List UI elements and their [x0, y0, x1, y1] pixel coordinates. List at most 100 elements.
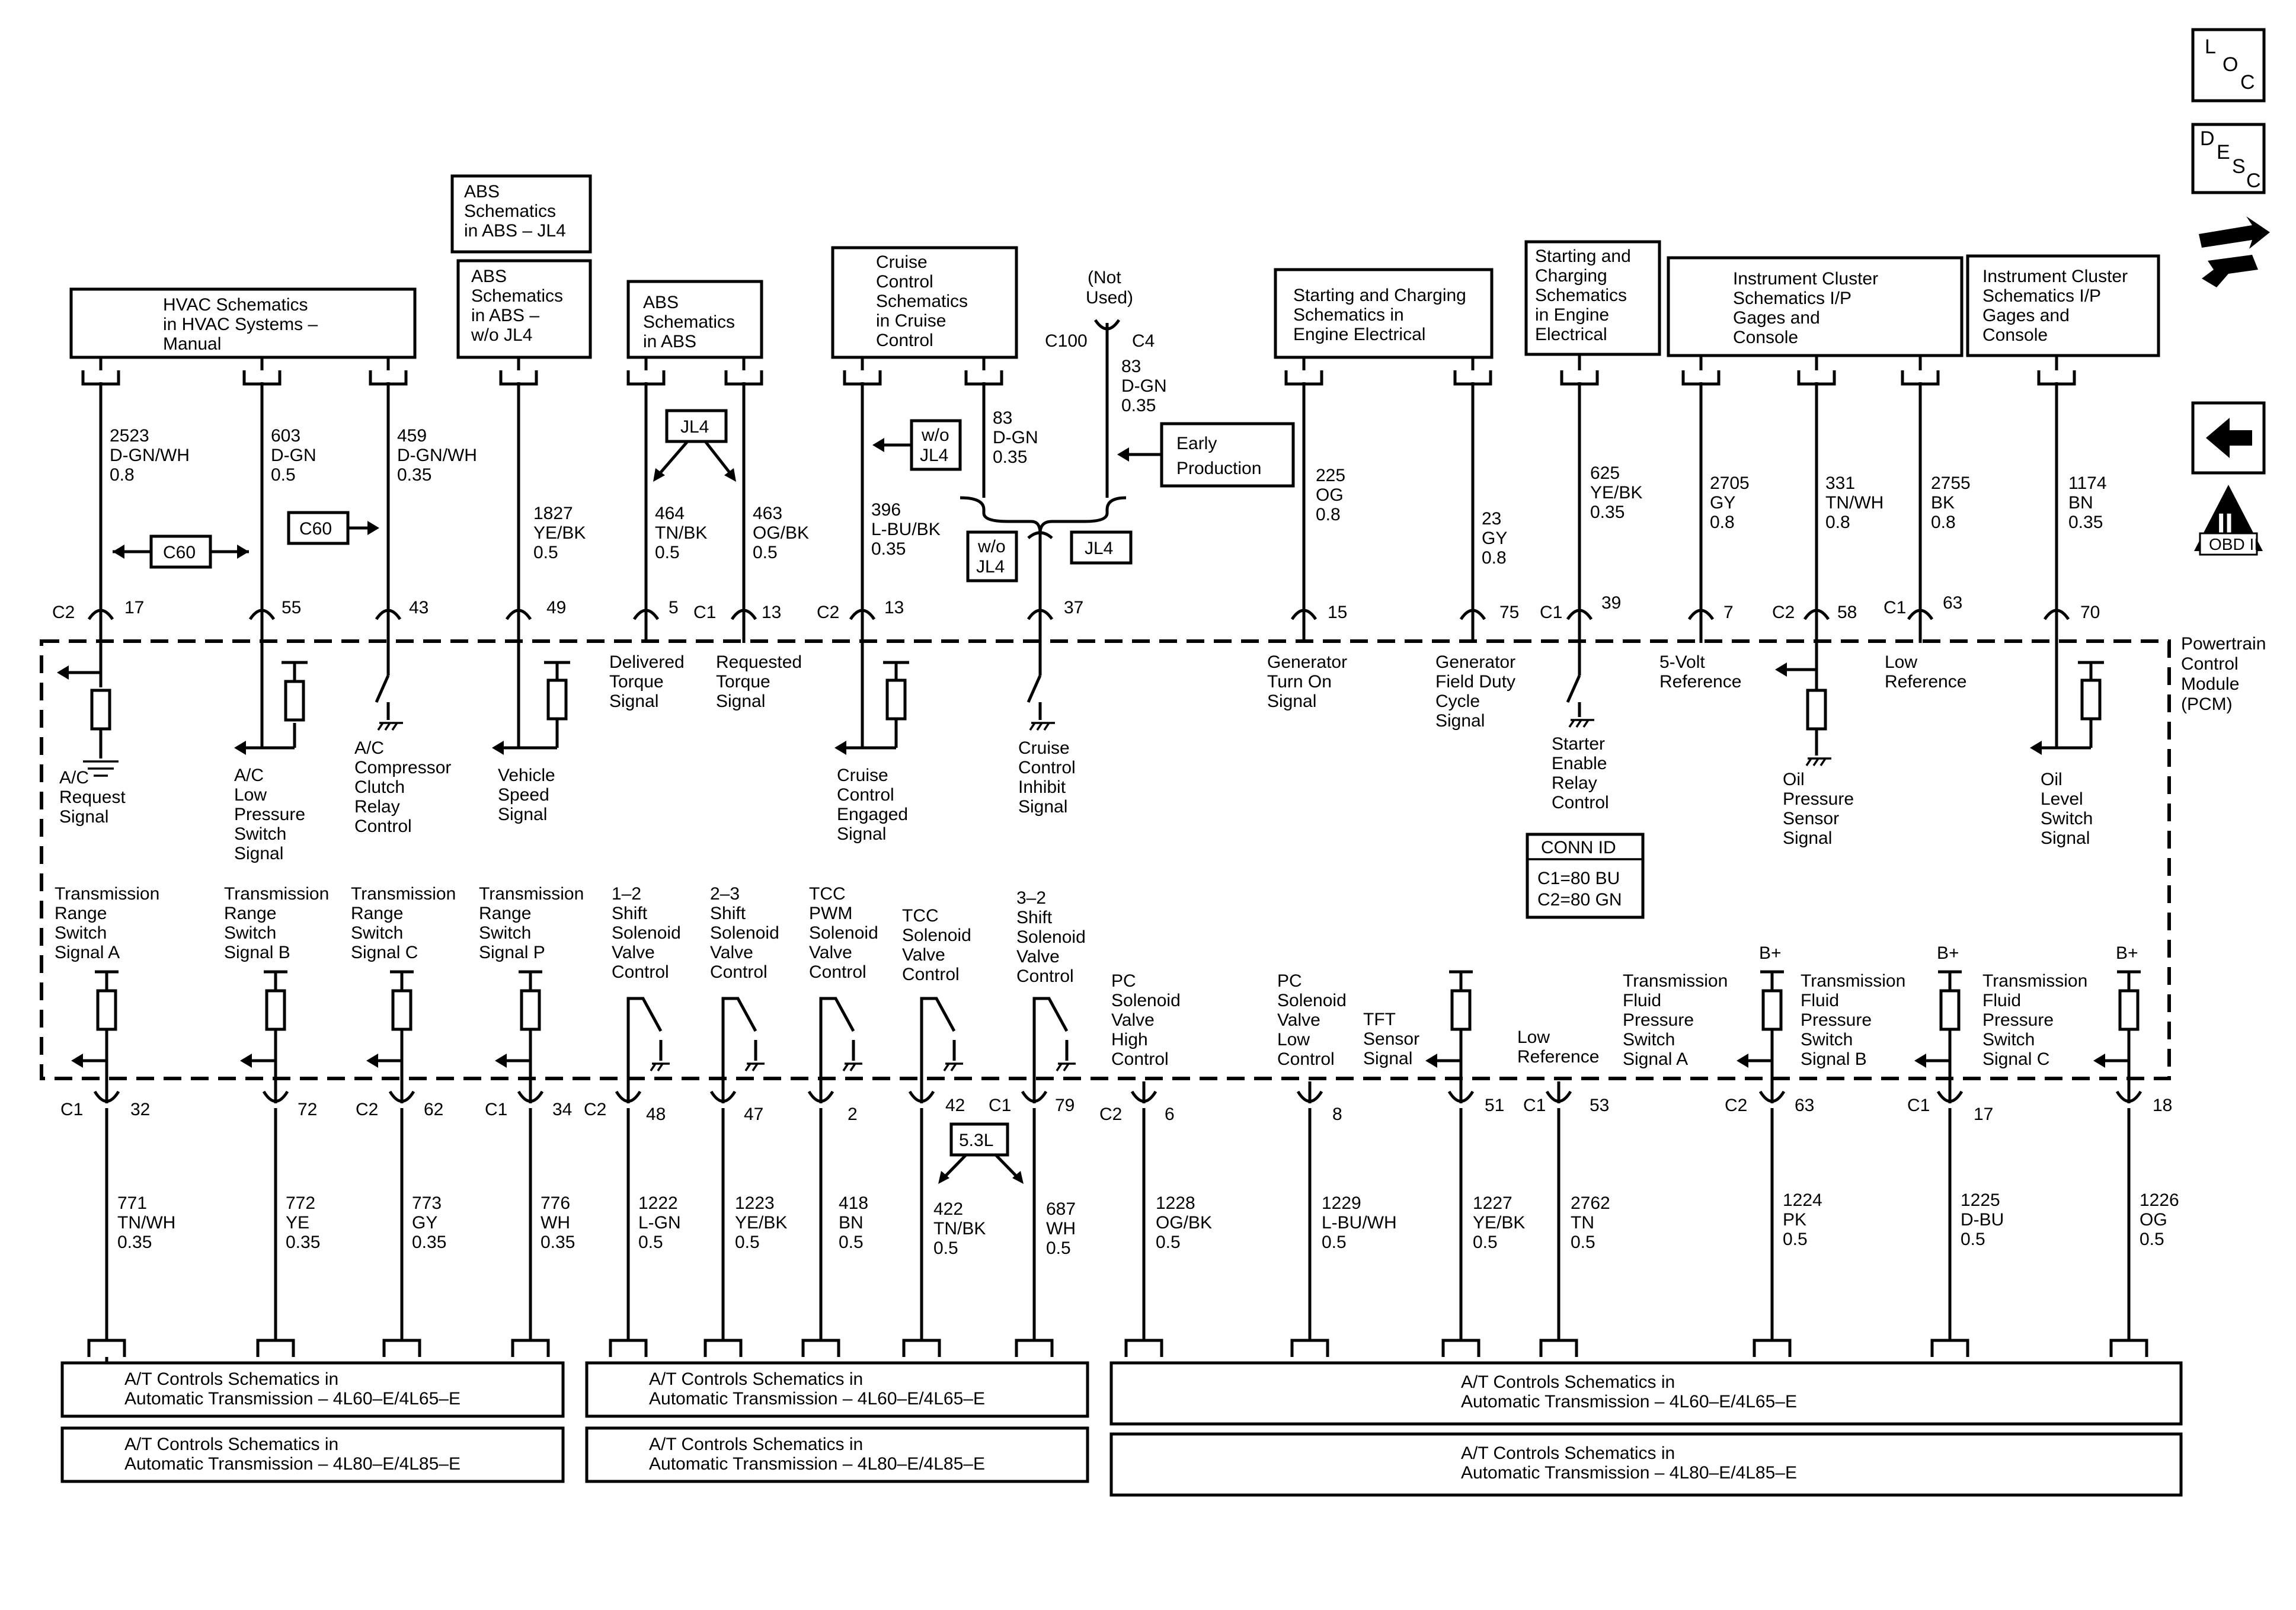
top-box-hvac[interactable]: HVAC Schematics in HVAC Systems – Manual	[69, 287, 417, 359]
svg-text:Signal: Signal	[1267, 692, 1316, 711]
svg-text:Low: Low	[1517, 1028, 1550, 1047]
svg-text:L: L	[2205, 36, 2216, 58]
svg-text:Sensor: Sensor	[1363, 1029, 1419, 1049]
svg-text:603: 603	[271, 426, 300, 446]
svg-text:A/T Controls Schematics in: A/T Controls Schematics in	[1461, 1443, 1675, 1463]
svg-text:Gages and: Gages and	[1982, 306, 2070, 325]
svg-text:Control: Control	[1277, 1049, 1335, 1069]
svg-text:Requested: Requested	[716, 652, 802, 672]
svg-text:1223: 1223	[735, 1193, 775, 1213]
bottom-box-mid-4l60[interactable]: A/T Controls Schematics in Automatic Tra…	[585, 1361, 1089, 1418]
svg-text:Signal: Signal	[498, 805, 547, 824]
svg-text:A/T Controls Schematics in: A/T Controls Schematics in	[1461, 1372, 1675, 1392]
bottom-signal-labels: Transmission Range Switch Signal A Trans…	[55, 884, 2087, 1069]
svg-text:Signal: Signal	[2041, 828, 2090, 848]
svg-text:Starter: Starter	[1552, 734, 1605, 754]
bottom-box-right-4l60[interactable]: A/T Controls Schematics in Automatic Tra…	[1109, 1361, 2183, 1426]
svg-text:Control: Control	[1552, 793, 1609, 812]
top-box-starting-charging-engine[interactable]: Starting and Charging Schematics in Engi…	[1524, 240, 1661, 356]
bottom-box-right-4l80[interactable]: A/T Controls Schematics in Automatic Tra…	[1109, 1432, 2183, 1497]
svg-text:0.5: 0.5	[1473, 1233, 1498, 1252]
connector-tool-icon[interactable]	[2199, 216, 2270, 287]
svg-text:BK: BK	[1931, 493, 1955, 513]
svg-text:in ABS –: in ABS –	[471, 306, 539, 325]
svg-text:A/C: A/C	[59, 768, 89, 788]
svg-text:HVAC Schematics: HVAC Schematics	[163, 295, 308, 315]
internal-circuits-bottom	[71, 970, 2141, 1103]
svg-text:Control: Control	[2181, 654, 2239, 674]
svg-text:37: 37	[1064, 598, 1083, 617]
svg-text:0.5: 0.5	[735, 1233, 760, 1252]
svg-text:Inhibit: Inhibit	[1018, 777, 1066, 797]
top-box-starting-charging[interactable]: Starting and Charging Schematics in Engi…	[1274, 268, 1494, 359]
svg-text:23: 23	[1482, 509, 1501, 529]
bottom-box-left-4l80[interactable]: A/T Controls Schematics in Automatic Tra…	[60, 1426, 565, 1483]
svg-text:JL4: JL4	[976, 557, 1005, 577]
svg-text:Control: Control	[612, 962, 669, 982]
svg-text:42: 42	[945, 1096, 965, 1115]
svg-text:Console: Console	[1982, 325, 2048, 345]
svg-text:Schematics I/P: Schematics I/P	[1733, 289, 1851, 308]
svg-text:C1: C1	[1884, 598, 1906, 617]
svg-text:225: 225	[1316, 466, 1345, 485]
top-box-abs-jl4[interactable]: ABS Schematics in ABS – JL4	[450, 174, 592, 254]
svg-text:WH: WH	[1046, 1219, 1076, 1238]
svg-text:TCC: TCC	[902, 906, 939, 926]
svg-text:771: 771	[117, 1193, 147, 1213]
svg-text:C2: C2	[584, 1100, 606, 1119]
svg-text:0.35: 0.35	[993, 447, 1027, 467]
top-box-instrument-cluster-2[interactable]: Instrument Cluster Schematics I/P Gages …	[1966, 254, 2160, 357]
svg-text:0.8: 0.8	[1825, 513, 1850, 532]
top-box-abs-wo-jl4[interactable]: ABS Schematics in ABS – w/o JL4	[456, 259, 592, 359]
bottom-connector-tees	[87, 1339, 2148, 1363]
tag-wo-jl4-upper: w/o JL4	[872, 419, 962, 471]
bottom-box-left-4l60[interactable]: A/T Controls Schematics in Automatic Tra…	[60, 1361, 565, 1418]
svg-text:459: 459	[397, 426, 427, 446]
svg-text:Control: Control	[710, 962, 768, 982]
svg-text:463: 463	[753, 504, 782, 523]
svg-text:418: 418	[839, 1193, 868, 1213]
svg-text:Relay: Relay	[1552, 773, 1597, 793]
svg-text:C: C	[2240, 71, 2255, 94]
back-arrow-icon[interactable]	[2191, 401, 2266, 475]
svg-text:Electrical: Electrical	[1535, 325, 1607, 344]
svg-text:B+: B+	[1759, 943, 1782, 963]
svg-text:Signal A: Signal A	[1623, 1049, 1688, 1069]
svg-text:B+: B+	[2116, 943, 2138, 963]
obd-ii-icon[interactable]: II OBD II	[2194, 485, 2263, 556]
svg-text:2755: 2755	[1931, 473, 1971, 493]
svg-text:Schematics I/P: Schematics I/P	[1982, 286, 2101, 306]
svg-text:Transmission: Transmission	[351, 884, 456, 904]
desc-icon[interactable]: D E S C	[2191, 123, 2266, 194]
svg-text:C1: C1	[60, 1100, 83, 1119]
bplus-labels: B+ B+ B+	[1759, 943, 2138, 963]
loc-icon[interactable]: L O C	[2191, 28, 2266, 103]
top-circuit-labels: 2523 D-GN/WH 0.8 603 D-GN 0.5 459 D-GN/W…	[110, 408, 2107, 568]
svg-text:D-GN: D-GN	[993, 428, 1038, 447]
top-box-instrument-cluster-1[interactable]: Instrument Cluster Schematics I/P Gages …	[1667, 256, 1964, 357]
svg-text:32: 32	[130, 1100, 150, 1119]
svg-text:396: 396	[871, 500, 901, 520]
svg-text:Signal: Signal	[716, 692, 765, 711]
svg-text:C: C	[2246, 169, 2261, 192]
svg-text:Reference: Reference	[1517, 1047, 1599, 1067]
svg-text:Range: Range	[224, 904, 276, 923]
svg-text:Switch: Switch	[479, 923, 531, 943]
svg-text:YE/BK: YE/BK	[735, 1213, 787, 1233]
svg-text:55: 55	[282, 598, 301, 617]
svg-text:Reference: Reference	[1659, 672, 1741, 692]
svg-text:Starting and Charging: Starting and Charging	[1293, 286, 1466, 305]
svg-text:Cruise: Cruise	[876, 252, 928, 272]
bottom-box-mid-4l80[interactable]: A/T Controls Schematics in Automatic Tra…	[585, 1426, 1089, 1483]
top-box-cruise[interactable]: Cruise Control Schematics in Cruise Cont…	[831, 246, 1018, 359]
top-box-abs[interactable]: ABS Schematics in ABS	[626, 280, 763, 359]
svg-text:13: 13	[884, 598, 904, 617]
svg-text:75: 75	[1499, 603, 1519, 622]
svg-text:Cycle: Cycle	[1435, 692, 1480, 711]
svg-text:Automatic Transmission – 4L80–: Automatic Transmission – 4L80–E/4L85–E	[124, 1454, 461, 1474]
svg-text:A/T Controls Schematics in: A/T Controls Schematics in	[649, 1435, 863, 1454]
svg-text:Valve: Valve	[809, 943, 852, 962]
svg-text:72: 72	[298, 1100, 317, 1119]
svg-text:TCC: TCC	[809, 884, 846, 904]
